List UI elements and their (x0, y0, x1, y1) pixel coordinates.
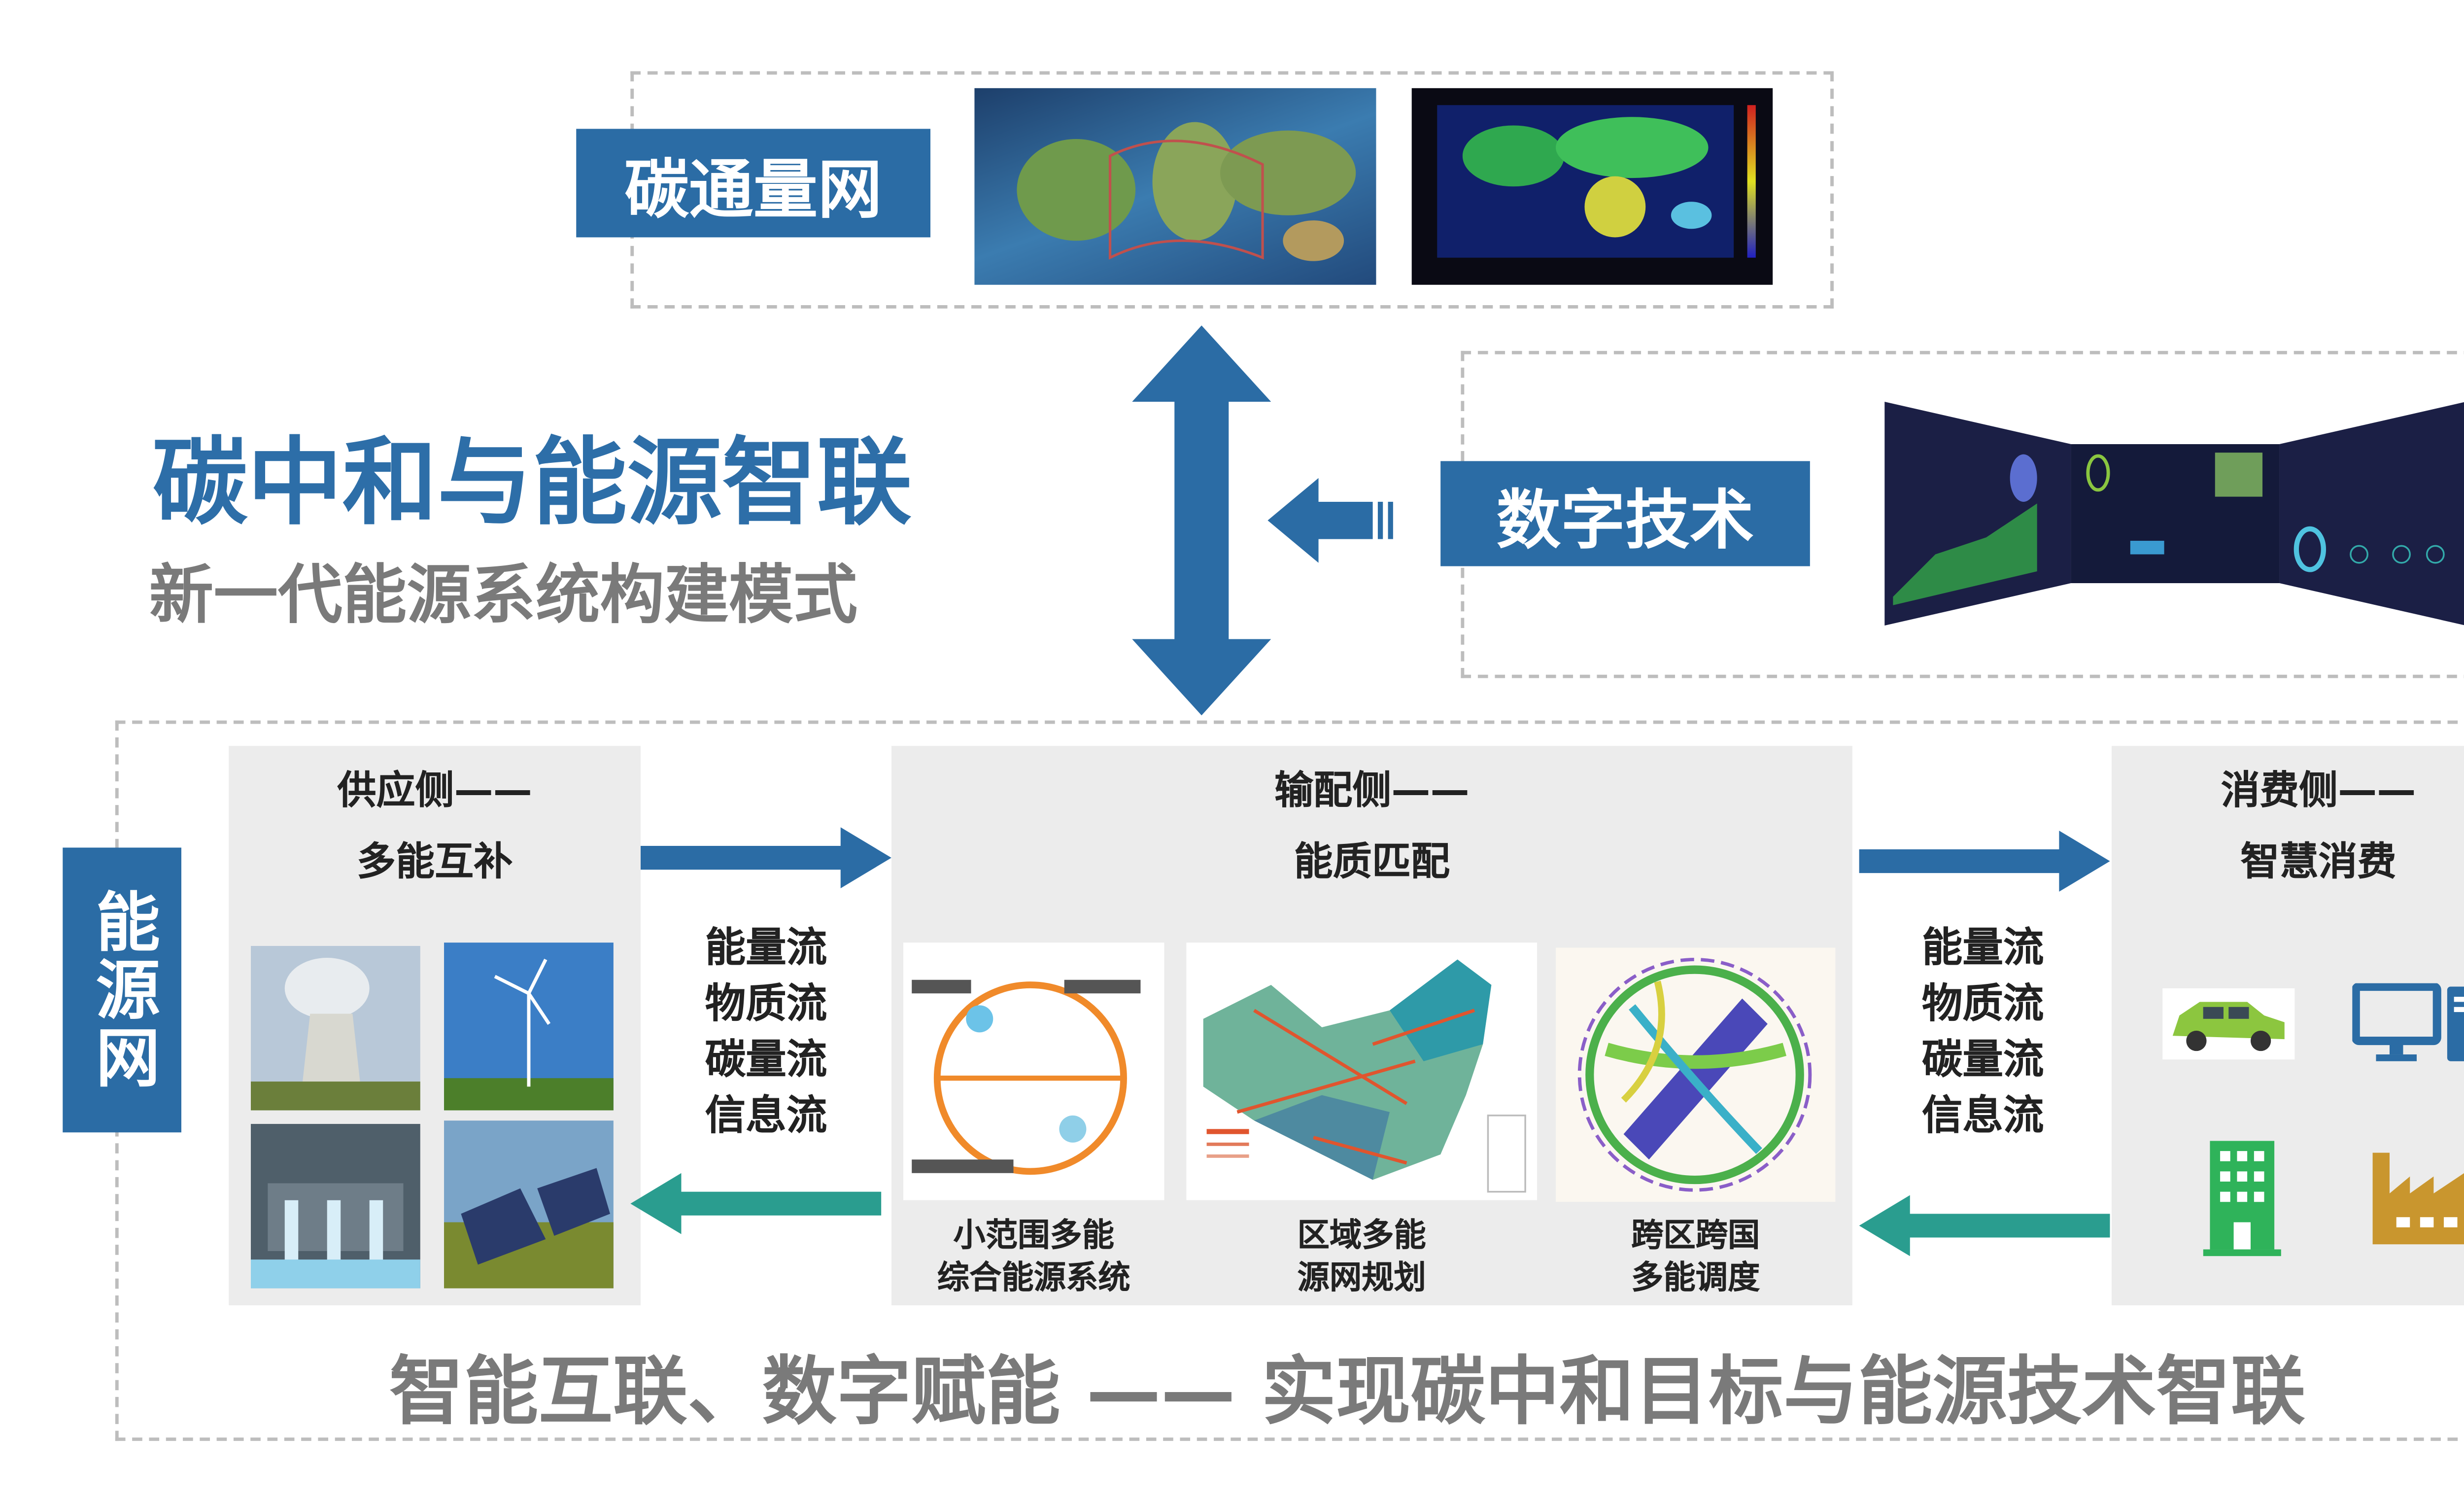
computer-icon (2352, 983, 2464, 1061)
flow-item: 物质流 (1921, 979, 2044, 1028)
flow-item: 能量流 (705, 924, 827, 972)
item-caption-2: 区域多能源网规划 (1186, 1216, 1537, 1300)
flow-item: 物质流 (705, 979, 827, 1028)
carbon-flux-heatmap-image (1411, 88, 1773, 285)
transmission-side-title-2: 能质匹配 (1294, 840, 1450, 885)
cross-region-chord-diagram-image (1556, 947, 1836, 1202)
flow-item: 碳量流 (705, 1036, 827, 1083)
supply-side-panel: 供应侧—— 多能互补 (229, 746, 641, 1306)
integrated-energy-system-image (903, 942, 1164, 1200)
slogan: 智能互联、数字赋能 —— 实现碳中和目标与能源技术智联 (389, 1349, 2306, 1436)
double-arrow-icon (1132, 325, 1271, 716)
factory-icon (2372, 1152, 2464, 1245)
caption-line: 源网规划 (1297, 1259, 1426, 1297)
wind-turbine-image (444, 942, 614, 1111)
left-arrow-teal-icon (1859, 1195, 2110, 1257)
flows-left: 能量流 物质流 碳量流 信息流 (678, 920, 855, 1144)
solar-panel-image (444, 1120, 614, 1289)
caption-line: 跨区跨国 (1631, 1217, 1760, 1255)
flow-item: 碳量流 (1921, 1036, 2044, 1083)
caption-line: 多能调度 (1631, 1259, 1760, 1297)
dashboard-screen-image (1884, 402, 2464, 626)
flow-item: 能量流 (1921, 924, 2044, 972)
transmission-side-panel: 输配侧—— 能质匹配 小范围多能综合能源系统 区域多能源网规划 跨区跨国多能调度 (891, 746, 1852, 1306)
main-title: 碳中和与能源智联 (152, 429, 912, 539)
transmission-side-title-1: 输配侧—— (1274, 769, 1470, 814)
item-caption-3: 跨区跨国多能调度 (1556, 1216, 1835, 1300)
electric-car-icon (2162, 988, 2295, 1060)
hydro-dam-image (250, 1124, 420, 1289)
flows-right: 能量流 物质流 碳量流 信息流 (1895, 920, 2071, 1144)
supply-side-title-2: 多能互补 (356, 840, 513, 885)
supply-side-title-1: 供应侧—— (337, 769, 532, 814)
consumption-side-panel: 消费侧—— 智慧消费 (2111, 746, 2464, 1306)
right-arrow-icon (1859, 831, 2110, 892)
consumption-side-title-1: 消费侧—— (2221, 769, 2416, 814)
carbon-network-label: 碳通量网 (576, 129, 931, 238)
right-arrow-icon (640, 827, 891, 889)
caption-line: 小范围多能 (953, 1217, 1115, 1255)
energy-network-label-text: 能源网 (84, 888, 160, 1092)
satellite-world-map-image (974, 88, 1376, 285)
flow-item: 信息流 (705, 1091, 827, 1140)
consumption-side-title-2: 智慧消费 (2240, 840, 2396, 885)
left-arrow-icon (1267, 478, 1393, 563)
flow-item: 信息流 (1921, 1091, 2044, 1140)
left-arrow-teal-icon (630, 1173, 882, 1234)
caption-line: 区域多能 (1297, 1217, 1426, 1255)
china-energy-map-image (1186, 942, 1538, 1200)
subtitle: 新一代能源系统构建模式 (149, 558, 858, 632)
item-caption-1: 小范围多能综合能源系统 (891, 1216, 1176, 1300)
nuclear-plant-image (250, 945, 420, 1111)
digital-tech-label: 数字技术 (1440, 461, 1810, 566)
building-icon (2203, 1141, 2281, 1257)
caption-line: 综合能源系统 (937, 1259, 1130, 1297)
energy-network-label: 能源网 (63, 847, 181, 1133)
